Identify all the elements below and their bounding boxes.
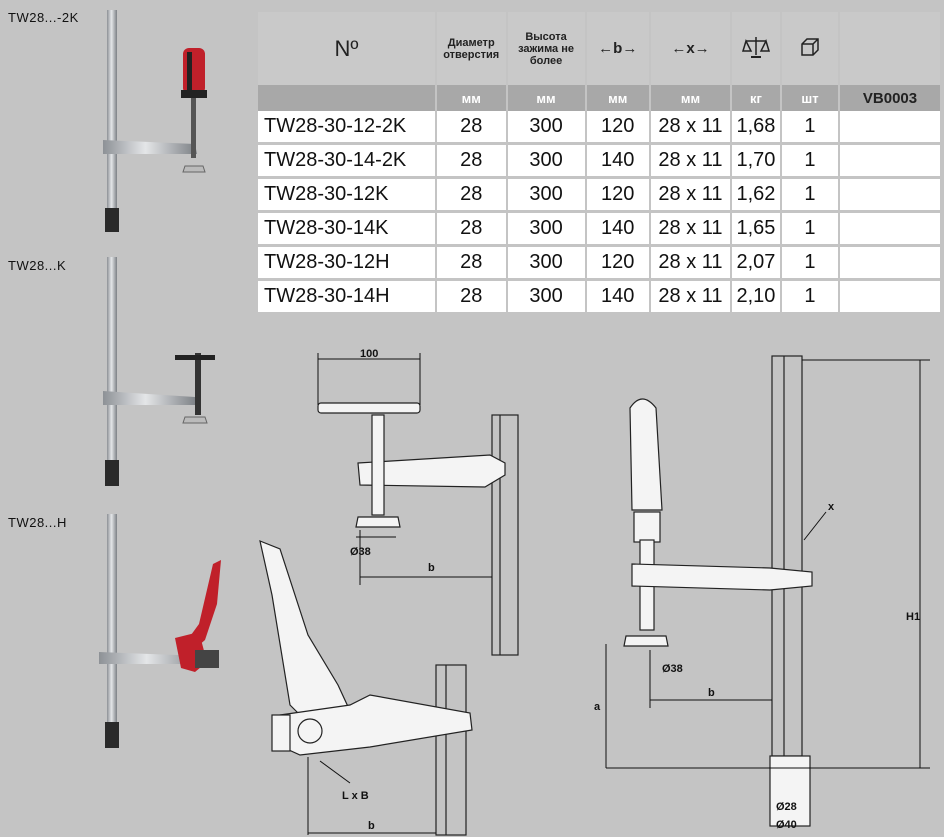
- unit-cell: кг: [732, 85, 780, 111]
- spec-table: Nº Диаметр отверстия Высота зажима не бо…: [256, 12, 942, 315]
- cell-value: 1: [781, 111, 839, 145]
- drawing-h-clamp: L x B b: [259, 540, 473, 836]
- cell-value: 28: [436, 111, 506, 145]
- cell-article: TW28-30-14-2K: [258, 145, 435, 179]
- unit-cell: мм: [436, 85, 506, 111]
- cell-value: 28: [436, 281, 506, 315]
- cell-value: 1,62: [732, 179, 780, 213]
- table-units-row: мм мм мм мм кг шт VB0003: [258, 85, 940, 111]
- table-row: TW28-30-14H 28 300 140 28 x 11 2,10 1: [258, 281, 940, 315]
- cell-value: 28 x 11: [650, 247, 731, 281]
- cell-value: 2,07: [732, 247, 780, 281]
- cell-value: 28 x 11: [650, 179, 731, 213]
- cell-article: TW28-30-12-2K: [258, 111, 435, 145]
- cell-value: 300: [507, 247, 585, 281]
- cell-vb: [840, 111, 940, 145]
- cell-value: 140: [586, 213, 649, 247]
- cell-value: 300: [507, 111, 585, 145]
- cell-article: TW28-30-12H: [258, 247, 435, 281]
- model-label-2k: TW28...-2K: [8, 10, 79, 25]
- col-x: ←x→: [650, 12, 731, 85]
- dim-h1: H1: [906, 611, 920, 623]
- model-label-h: TW28...H: [8, 515, 67, 530]
- cell-value: 1,70: [732, 145, 780, 179]
- cell-value: 1: [781, 145, 839, 179]
- table-row: TW28-30-14-2K 28 300 140 28 x 11 1,70 1: [258, 145, 940, 179]
- weight-icon: [741, 37, 770, 58]
- cell-value: 1,65: [732, 213, 780, 247]
- cell-value: 140: [586, 281, 649, 315]
- col-vb: [840, 12, 940, 85]
- cell-value: 1,68: [732, 111, 780, 145]
- model-label-k: TW28...K: [8, 258, 67, 273]
- dim-100: 100: [360, 348, 378, 360]
- cell-value: 28: [436, 179, 506, 213]
- unit-cell: мм: [650, 85, 731, 111]
- cell-vb: [840, 179, 940, 213]
- dim-d28: Ø28: [776, 801, 797, 813]
- clamp-h-image: [99, 514, 221, 748]
- box-icon: [801, 38, 819, 56]
- cell-value: 300: [507, 213, 585, 247]
- cell-article: TW28-30-14K: [258, 213, 435, 247]
- drawing-k-clamp: 100 Ø38 b: [317, 348, 519, 656]
- dim-d38-k: Ø38: [350, 546, 371, 558]
- cell-article: TW28-30-14H: [258, 281, 435, 315]
- unit-cell: [258, 85, 435, 111]
- dim-lxb: L x B: [342, 790, 369, 802]
- cell-value: 28 x 11: [650, 213, 731, 247]
- cell-value: 1: [781, 281, 839, 315]
- col-clamp-height: Высота зажима не более: [507, 12, 585, 85]
- cell-value: 1: [781, 179, 839, 213]
- unit-cell-vb: VB0003: [840, 85, 940, 111]
- clamp-k-image: [103, 257, 215, 486]
- cell-vb: [840, 247, 940, 281]
- table-row: TW28-30-14K 28 300 140 28 x 11 1,65 1: [258, 213, 940, 247]
- cell-value: 300: [507, 145, 585, 179]
- unit-cell: мм: [586, 85, 649, 111]
- dim-b-h: b: [368, 820, 375, 832]
- cell-value: 120: [586, 111, 649, 145]
- cell-value: 120: [586, 179, 649, 213]
- cell-vb: [840, 213, 940, 247]
- col-qty: [781, 12, 839, 85]
- table-header-row: Nº Диаметр отверстия Высота зажима не бо…: [258, 12, 940, 85]
- col-weight: [732, 12, 780, 85]
- cell-value: 28: [436, 247, 506, 281]
- dim-b-2k: b: [708, 687, 715, 699]
- unit-cell: шт: [781, 85, 839, 111]
- col-b: ←b→: [586, 12, 649, 85]
- cell-value: 28: [436, 145, 506, 179]
- cell-value: 1: [781, 247, 839, 281]
- table-row: TW28-30-12H 28 300 120 28 x 11 2,07 1: [258, 247, 940, 281]
- drawing-2k-clamp: x Ø38 b a H1 Ø28 Ø40: [594, 355, 930, 831]
- table-row: TW28-30-12K 28 300 120 28 x 11 1,62 1: [258, 179, 940, 213]
- dim-d40: Ø40: [776, 819, 797, 831]
- cell-value: 28 x 11: [650, 111, 731, 145]
- clamp-2k-image: [103, 10, 207, 232]
- cell-value: 28 x 11: [650, 281, 731, 315]
- cell-value: 2,10: [732, 281, 780, 315]
- cell-value: 140: [586, 145, 649, 179]
- cell-value: 1: [781, 213, 839, 247]
- cell-value: 300: [507, 281, 585, 315]
- cell-value: 120: [586, 247, 649, 281]
- cell-value: 28 x 11: [650, 145, 731, 179]
- dim-x: x: [828, 501, 835, 513]
- cell-vb: [840, 281, 940, 315]
- cell-article: TW28-30-12K: [258, 179, 435, 213]
- col-number: Nº: [258, 12, 435, 85]
- dim-d38-2k: Ø38: [662, 663, 683, 675]
- dim-a: a: [594, 701, 601, 713]
- col-hole-diameter: Диаметр отверстия: [436, 12, 506, 85]
- cell-value: 300: [507, 179, 585, 213]
- dim-b-k: b: [428, 562, 435, 574]
- cell-value: 28: [436, 213, 506, 247]
- table-row: TW28-30-12-2K 28 300 120 28 x 11 1,68 1: [258, 111, 940, 145]
- cell-vb: [840, 145, 940, 179]
- unit-cell: мм: [507, 85, 585, 111]
